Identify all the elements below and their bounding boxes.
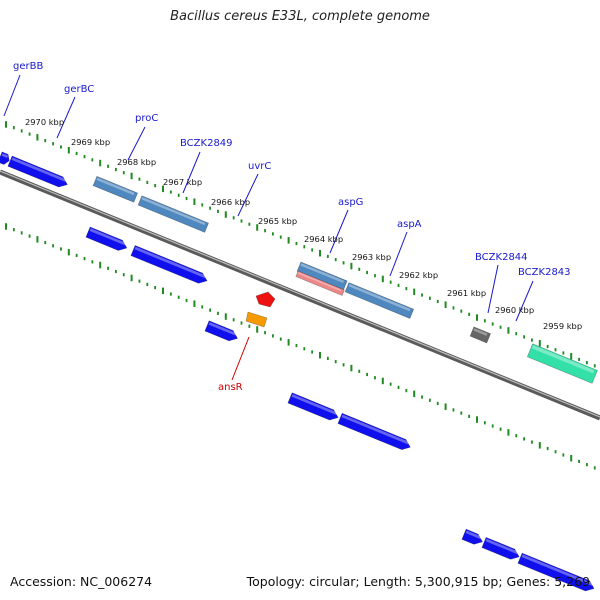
gene-label-layer: gerBB gerBC proC BCZK2849 uvrC aspG aspA BCZK28… bbox=[3, 61, 571, 393]
rrna-aspG-shape bbox=[295, 270, 345, 296]
cds-gerBB bbox=[0, 151, 10, 165]
gene-label-gerbb: gerBB bbox=[13, 61, 43, 72]
cds-BCZK2844-a-shape bbox=[461, 528, 483, 545]
cds-uvrC-shape bbox=[204, 320, 238, 342]
leader-line-ansr bbox=[231, 336, 250, 381]
cds-BCZK2843-sheen bbox=[521, 554, 593, 586]
highlight-BCZK2843-shape bbox=[526, 343, 598, 384]
gene-BCZK2849-sheen bbox=[141, 197, 206, 226]
gene-label-uvrc: uvrC bbox=[248, 161, 271, 172]
gene-aspA-shape bbox=[344, 282, 415, 319]
cds-BCZK2844-a bbox=[461, 528, 483, 545]
ansR-upper-feature bbox=[255, 291, 276, 308]
cds-proC bbox=[85, 226, 128, 251]
kbp-label-2970: 2970 kbp bbox=[25, 117, 64, 127]
gene-label-aspa: aspA bbox=[397, 219, 422, 230]
genome-summary-text: Topology: circular; Length: 5,300,915 bp… bbox=[246, 574, 590, 589]
cds-BCZK2849-sheen bbox=[134, 246, 206, 279]
leader-line-bczk2849 bbox=[182, 151, 201, 194]
cds-BCZK2843 bbox=[517, 552, 595, 592]
cds-aspG bbox=[287, 392, 339, 421]
cds-aspG-sheen bbox=[291, 394, 338, 415]
gene-proC-sheen bbox=[96, 177, 135, 196]
cds-gerBC-shape bbox=[7, 155, 68, 188]
highlight-BCZK2843 bbox=[526, 343, 598, 384]
cds-BCZK2843-shape bbox=[517, 552, 595, 592]
cds-BCZK2849-shape bbox=[130, 245, 208, 284]
leader-line-proc bbox=[127, 126, 146, 161]
kbp-label-2964: 2964 kbp bbox=[304, 234, 343, 244]
gene-proC bbox=[92, 175, 138, 203]
leader-line-bczk2844 bbox=[487, 264, 499, 314]
kbp-label-2962: 2962 kbp bbox=[399, 270, 438, 280]
rrna-aspG-sheen bbox=[298, 272, 342, 292]
gene-label-aspg: aspG bbox=[338, 197, 363, 208]
backbone-line bbox=[0, 169, 600, 421]
cds-BCZK2844-b-sheen bbox=[485, 538, 519, 555]
gene-aspA-sheen bbox=[348, 283, 411, 312]
backbone-highlight bbox=[0, 170, 600, 418]
kbp-label-2959: 2959 kbp bbox=[543, 321, 582, 331]
kbp-label-2967: 2967 kbp bbox=[163, 177, 202, 187]
gene-aspG bbox=[296, 261, 348, 291]
genome-backbone bbox=[0, 169, 600, 421]
kbp-label-2963: 2963 kbp bbox=[352, 252, 391, 262]
kbp-label-2969: 2969 kbp bbox=[71, 137, 110, 147]
gene-label-bczk2849: BCZK2849 bbox=[180, 138, 233, 149]
cds-gerBB-shape bbox=[0, 151, 10, 165]
cds-gerBB-sheen bbox=[1, 153, 9, 159]
kbp-label-2961: 2961 kbp bbox=[447, 288, 486, 298]
gene-aspG-sheen bbox=[300, 263, 345, 284]
leader-line-aspa bbox=[389, 231, 408, 277]
kbp-label-2960: 2960 kbp bbox=[495, 305, 534, 315]
feature-track bbox=[0, 151, 598, 592]
pseudo-BCZK2844-shape bbox=[469, 326, 491, 344]
gene-label-ansr: ansR bbox=[218, 382, 243, 393]
accession-text: Accession: NC_006274 bbox=[10, 574, 153, 589]
leader-line-gerbc bbox=[56, 96, 76, 139]
gene-label-bczk2844: BCZK2844 bbox=[475, 252, 528, 263]
cds-uvrC bbox=[204, 320, 238, 342]
gene-aspA bbox=[344, 282, 415, 319]
cds-gerBC-sheen bbox=[11, 157, 67, 182]
cds-uvrC-sheen bbox=[208, 322, 237, 336]
cds-BCZK2844-b-shape bbox=[481, 536, 520, 560]
cds-proC-shape bbox=[85, 226, 128, 251]
outer-tick-ring bbox=[5, 121, 596, 368]
gene-label-bczk2843: BCZK2843 bbox=[518, 267, 571, 278]
kbp-label-2966: 2966 kbp bbox=[211, 197, 250, 207]
cds-aspA bbox=[337, 412, 411, 450]
cds-aspA-sheen bbox=[341, 414, 410, 445]
cds-BCZK2849 bbox=[130, 245, 208, 284]
cds-BCZK2844-a-sheen bbox=[465, 530, 482, 540]
kbp-label-2968: 2968 kbp bbox=[117, 157, 156, 167]
leader-line-uvrc bbox=[237, 173, 259, 217]
leader-line-aspg bbox=[329, 209, 349, 254]
gene-BCZK2849-shape bbox=[137, 195, 209, 233]
inner-tick-ring bbox=[5, 223, 596, 470]
cds-aspG-shape bbox=[287, 392, 339, 421]
map-title: Bacillus cereus E33L, complete genome bbox=[170, 9, 430, 24]
ansR-lower-feature bbox=[245, 311, 268, 328]
pseudo-BCZK2844 bbox=[469, 326, 491, 344]
kbp-label-2965: 2965 kbp bbox=[258, 216, 297, 226]
gene-BCZK2849 bbox=[137, 195, 209, 233]
gene-label-proc: proC bbox=[135, 113, 158, 124]
pseudo-BCZK2844-sheen bbox=[473, 328, 488, 336]
leader-line-bczk2843 bbox=[515, 280, 534, 322]
leader-line-gerbb bbox=[3, 74, 21, 117]
cds-aspA-shape bbox=[337, 412, 411, 450]
gene-label-gerbc: gerBC bbox=[64, 84, 94, 95]
highlight-BCZK2843-sheen bbox=[531, 345, 595, 374]
cds-gerBC bbox=[7, 155, 68, 188]
cds-BCZK2844-b bbox=[481, 536, 520, 560]
kbp-label-layer: 2970 kbp 2969 kbp 2968 kbp 2967 kbp 2966 kbp… bbox=[25, 117, 582, 331]
rrna-aspG bbox=[295, 270, 345, 296]
gene-proC-shape bbox=[92, 175, 138, 203]
cds-proC-sheen bbox=[89, 228, 126, 246]
